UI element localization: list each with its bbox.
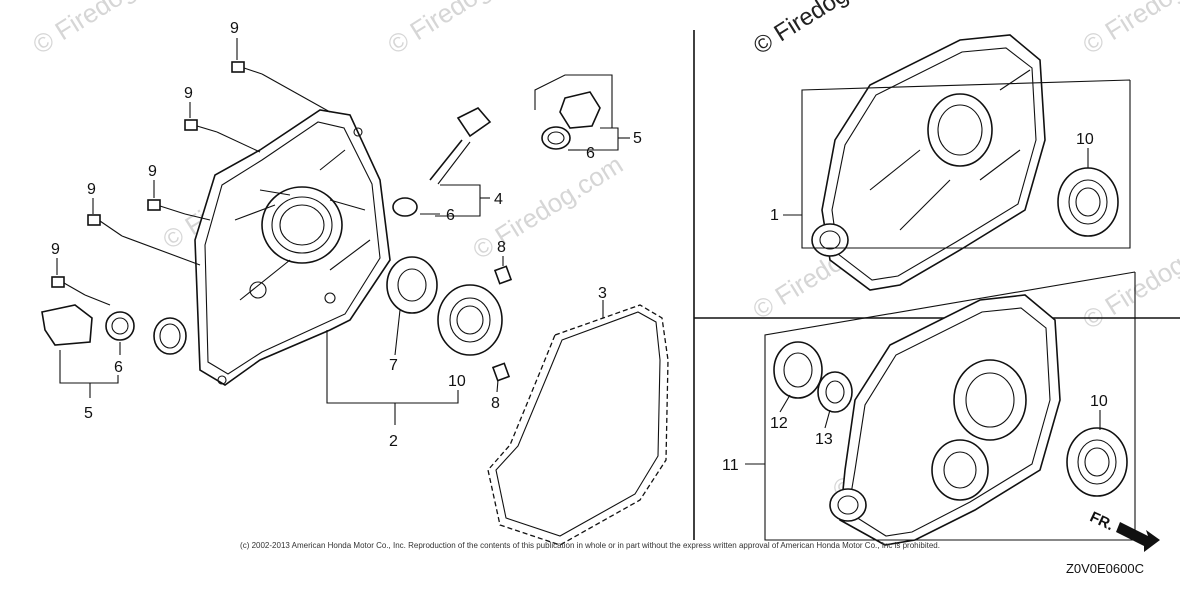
callout-3: 3 — [598, 285, 607, 302]
right-top-leaders — [783, 79, 1131, 249]
oil-filler-cap-upper — [541, 91, 601, 150]
callout-9-d: 9 — [87, 181, 96, 198]
callout-6-a: 6 — [114, 359, 123, 376]
callout-9-a: 9 — [230, 20, 239, 37]
callout-9-b: 9 — [184, 85, 193, 102]
dowel-pins — [491, 265, 513, 382]
callout-6-c: 6 — [586, 145, 595, 162]
callout-5-b: 5 — [633, 130, 642, 147]
front-marker-label: FR. — [1087, 509, 1116, 535]
watermark-dark: © Firedog.com — [749, 0, 897, 60]
callout-12: 12 — [770, 415, 788, 432]
bearing-12 — [773, 341, 823, 399]
callout-4: 4 — [494, 191, 503, 208]
bolt-3 — [147, 199, 186, 215]
diagram-code: Z0V0E0600C — [1065, 561, 1144, 576]
callout-9-c: 9 — [148, 163, 157, 180]
bearing-13 — [817, 371, 853, 413]
dipstick — [392, 107, 492, 217]
case-cover-assembly-11 — [829, 294, 1061, 546]
bolt-5 — [51, 276, 86, 296]
watermark-1: © Firedog.com — [27, 0, 188, 60]
callout-8-a: 8 — [497, 239, 506, 256]
callout-10-c: 10 — [1090, 393, 1108, 410]
callout-labels: 9 9 9 9 9 6 5 4 6 5 6 8 3 7 10 8 2 1 10 … — [51, 20, 1108, 474]
oil-seal-7 — [386, 256, 438, 314]
callout-6-b: 6 — [446, 207, 455, 224]
bolt-leaders — [84, 73, 331, 306]
callout-9-e: 9 — [51, 241, 60, 258]
copyright-notice: (c) 2002-2013 American Honda Motor Co., … — [240, 541, 940, 550]
bolt-group — [51, 61, 263, 296]
bearing-10-left — [437, 284, 503, 356]
bearing-10-bottom-right — [1066, 427, 1128, 497]
watermark-4: © Firedog.com — [467, 149, 628, 265]
callout-11: 11 — [722, 457, 739, 474]
case-cover-main — [194, 109, 391, 386]
callout-13: 13 — [815, 431, 833, 448]
callout-2: 2 — [389, 433, 398, 450]
gasket — [487, 304, 669, 546]
callout-5-a: 5 — [84, 405, 93, 422]
bolt-1 — [231, 61, 263, 75]
callout-7: 7 — [389, 357, 398, 374]
callout-10-b: 10 — [1076, 131, 1094, 148]
bolt-4 — [87, 214, 123, 237]
watermark-5: © Firedog.com — [1077, 0, 1180, 60]
oil-filler-cap-left — [41, 304, 187, 355]
bolt-2 — [184, 119, 218, 133]
left-leaders — [56, 38, 630, 425]
bearing-10-top-right — [1057, 167, 1119, 237]
case-cover-assembly-1 — [811, 34, 1046, 291]
right-bottom-leaders — [745, 271, 1136, 541]
callout-10-a: 10 — [448, 373, 466, 390]
watermark-2: © Firedog.com — [382, 0, 543, 60]
callout-8-b: 8 — [491, 395, 500, 412]
callout-1: 1 — [770, 207, 779, 224]
